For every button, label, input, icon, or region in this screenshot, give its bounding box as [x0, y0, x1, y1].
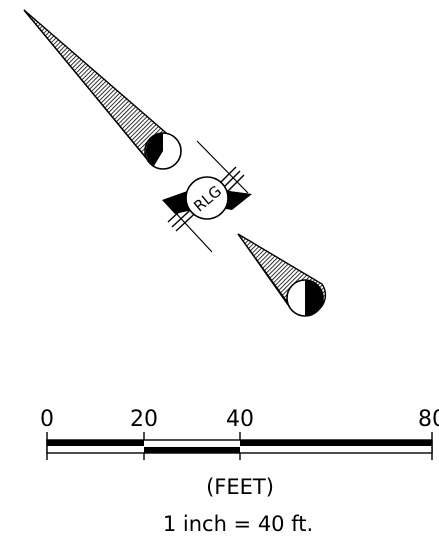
axis-line-lower [172, 209, 213, 253]
survey-marker: RLG [162, 140, 252, 253]
north-arrow-upper [23, 9, 182, 170]
scale-tick-0: 0 [40, 407, 54, 432]
arrow-head-fill [145, 133, 163, 166]
marker-circle [185, 176, 229, 220]
arrow-shaft-edge [23, 9, 153, 166]
scale-segment-40-80-top [240, 440, 432, 446]
scale-segment-0-20-top [47, 440, 144, 446]
north-arrow-lower [237, 233, 327, 317]
scale-tick-40: 40 [226, 407, 254, 432]
scale-ratio-text: 1 inch = 40 ft. [163, 512, 313, 536]
scale-bar: 0 20 40 80 (FEET) 1 inch = 40 ft. [40, 407, 439, 536]
arrow-head-fill [305, 280, 323, 316]
scale-tick-20: 20 [130, 407, 158, 432]
scale-unit-label: (FEET) [206, 475, 274, 499]
axis-line-upper [196, 140, 249, 194]
scale-tick-80: 80 [418, 407, 439, 432]
scale-segment-20-40-bottom [144, 447, 240, 453]
